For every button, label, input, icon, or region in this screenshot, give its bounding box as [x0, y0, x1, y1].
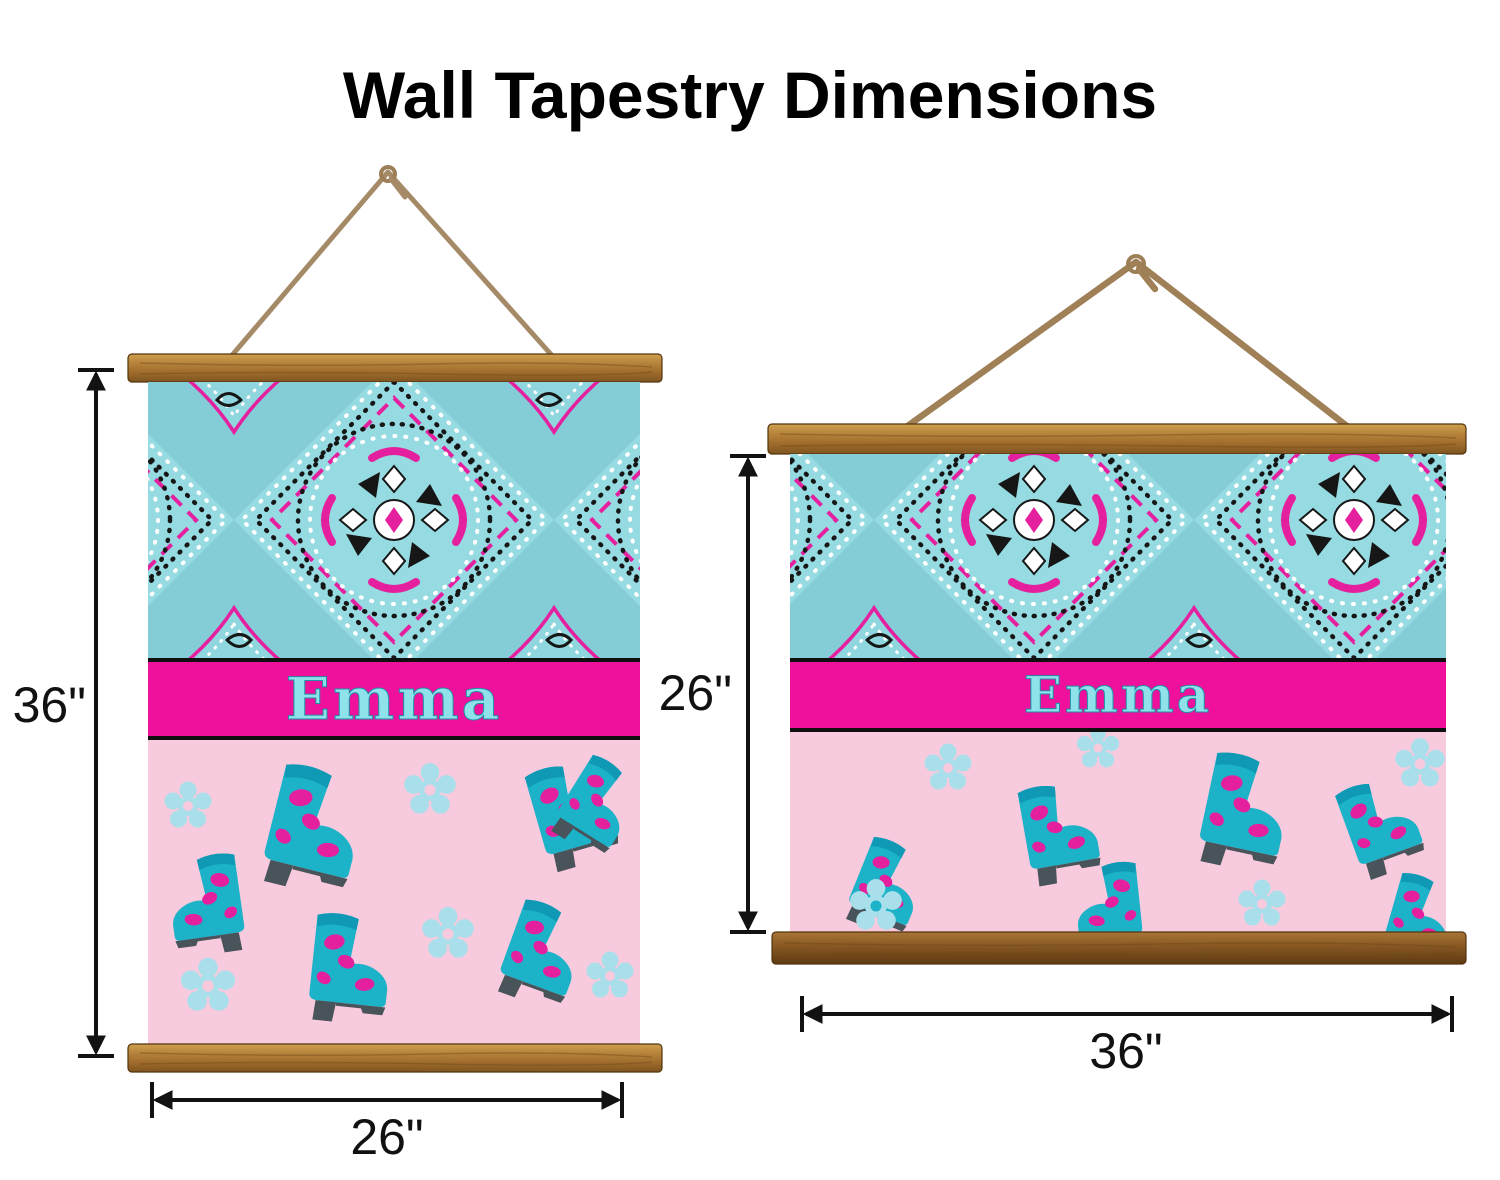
bandana-panel [148, 382, 640, 662]
band-border-bottom [790, 728, 1446, 732]
wood-grain [779, 443, 1457, 448]
wood-grain [779, 433, 1457, 439]
rope-knot [379, 165, 397, 183]
band-border-bottom [148, 736, 640, 740]
height-dimension-label: 36" [13, 677, 86, 733]
wood-grain [139, 1061, 653, 1066]
name-band [790, 662, 1446, 728]
personalized-name: Emma [1024, 665, 1212, 724]
name-band [148, 662, 640, 736]
width-dimension-label: 26" [350, 1109, 423, 1165]
personalized-name: Emma [286, 665, 503, 733]
wood-grain [139, 1052, 653, 1058]
tapestry-portrait: Emma 36" 26" [13, 165, 663, 1165]
width-dimension-label: 36" [1089, 1023, 1162, 1079]
page-title: Wall Tapestry Dimensions [343, 58, 1157, 132]
bandana-panel [790, 454, 1446, 658]
rope-knot-tail [388, 176, 408, 200]
band-border-top [790, 658, 1446, 662]
wooden-dowel-top [767, 423, 1467, 455]
width-dimension: 26" [150, 1082, 624, 1165]
wood-grain [139, 362, 653, 368]
hanging-rope [898, 258, 1356, 434]
wooden-dowel-top [127, 353, 663, 383]
hanging-rope [225, 169, 559, 363]
tapestry-landscape: Emma 26" 36" [659, 254, 1467, 1079]
wood-grain [783, 952, 1457, 957]
rope-knot-tail [1135, 265, 1159, 293]
wooden-dowel-bottom [771, 931, 1467, 965]
wood-grain [139, 371, 653, 376]
height-dimension: 26" [659, 454, 766, 934]
height-dimension-label: 26" [659, 665, 732, 721]
height-dimension: 36" [13, 368, 114, 1058]
width-dimension: 36" [800, 996, 1454, 1079]
wooden-dowel-bottom [127, 1043, 663, 1073]
band-border-top [148, 658, 640, 662]
wood-grain [783, 942, 1457, 948]
rope-knot [1126, 254, 1146, 274]
